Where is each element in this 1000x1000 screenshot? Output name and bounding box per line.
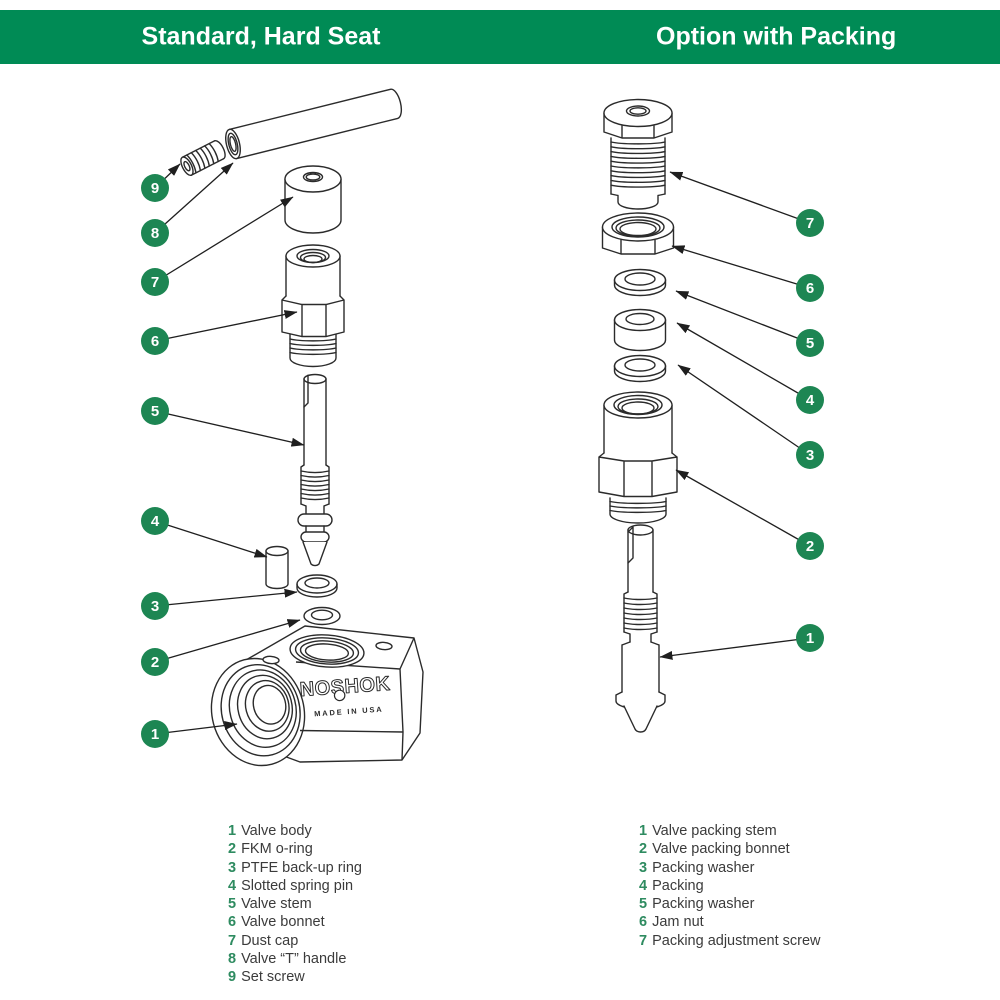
callout-5: 5	[796, 329, 824, 357]
part-valve-stem	[297, 373, 333, 567]
header-title-right: Option with Packing	[656, 22, 897, 51]
svg-text:2: 2	[151, 654, 159, 671]
callout-5: 5	[141, 397, 169, 425]
part-valve-body: NOSHOK MADE IN USA	[210, 625, 424, 767]
svg-text:7: 7	[151, 274, 159, 291]
svg-text:6: 6	[151, 333, 159, 350]
svg-text:5: 5	[151, 403, 159, 420]
callout-2: 2	[796, 532, 824, 560]
part-dust-cap	[284, 165, 342, 234]
valve-body-gauge-hole	[375, 641, 393, 651]
svg-text:5: 5	[806, 335, 814, 352]
part-packing-washer-lower	[613, 354, 667, 383]
svg-text:2: 2	[806, 538, 814, 555]
svg-text:6: 6	[806, 280, 814, 297]
part-set-screw	[180, 140, 226, 177]
part-backup-ring	[296, 574, 338, 598]
callout-6: 6	[796, 274, 824, 302]
callout-4: 4	[141, 507, 169, 535]
exploded-view-standard-hard-seat: NOSHOK MADE IN USA 9 8 7 6 5 4 3 2	[141, 88, 424, 767]
svg-text:9: 9	[151, 180, 159, 197]
callout-1: 1	[141, 720, 169, 748]
part-packing	[613, 308, 667, 352]
svg-text:1: 1	[151, 726, 159, 743]
part-packing-adjustment-screw	[603, 98, 673, 210]
svg-text:7: 7	[806, 215, 814, 232]
part-t-handle	[225, 88, 403, 160]
exploded-view-option-with-packing: 7 6 5 4 3 2 1	[598, 98, 824, 733]
callouts-right: 7 6 5 4 3 2 1	[796, 209, 824, 652]
part-spring-pin	[265, 545, 289, 590]
callout-4: 4	[796, 386, 824, 414]
callouts-left: 9 8 7 6 5 4 3 2 1	[141, 174, 169, 748]
callout-3: 3	[796, 441, 824, 469]
valve-body-top-port	[289, 634, 365, 668]
part-valve-packing-stem	[615, 524, 666, 733]
part-valve-bonnet	[281, 244, 345, 368]
part-jam-nut	[601, 212, 675, 255]
svg-text:8: 8	[151, 225, 159, 242]
svg-text:4: 4	[151, 513, 160, 530]
callout-7: 7	[141, 268, 169, 296]
callout-8: 8	[141, 219, 169, 247]
callout-arrows-right	[659, 171, 811, 660]
callout-1: 1	[796, 624, 824, 652]
valve-body-bore	[210, 657, 306, 767]
part-valve-packing-bonnet	[598, 391, 678, 524]
svg-text:4: 4	[806, 392, 815, 409]
header-bar: Standard, Hard Seat Option with Packing	[0, 10, 1000, 64]
callout-6: 6	[141, 327, 169, 355]
svg-text:3: 3	[151, 598, 159, 615]
callout-7: 7	[796, 209, 824, 237]
callout-arrows-left	[154, 162, 305, 735]
svg-text:1: 1	[806, 630, 814, 647]
part-packing-washer-upper	[613, 268, 667, 297]
svg-text:3: 3	[806, 447, 814, 464]
valve-body-gauge-hole	[262, 655, 280, 665]
header-title-left: Standard, Hard Seat	[141, 22, 381, 51]
callout-3: 3	[141, 592, 169, 620]
valve-body-logo: NOSHOK	[299, 672, 392, 701]
callout-9: 9	[141, 174, 169, 202]
part-o-ring	[303, 606, 341, 626]
callout-2: 2	[141, 648, 169, 676]
